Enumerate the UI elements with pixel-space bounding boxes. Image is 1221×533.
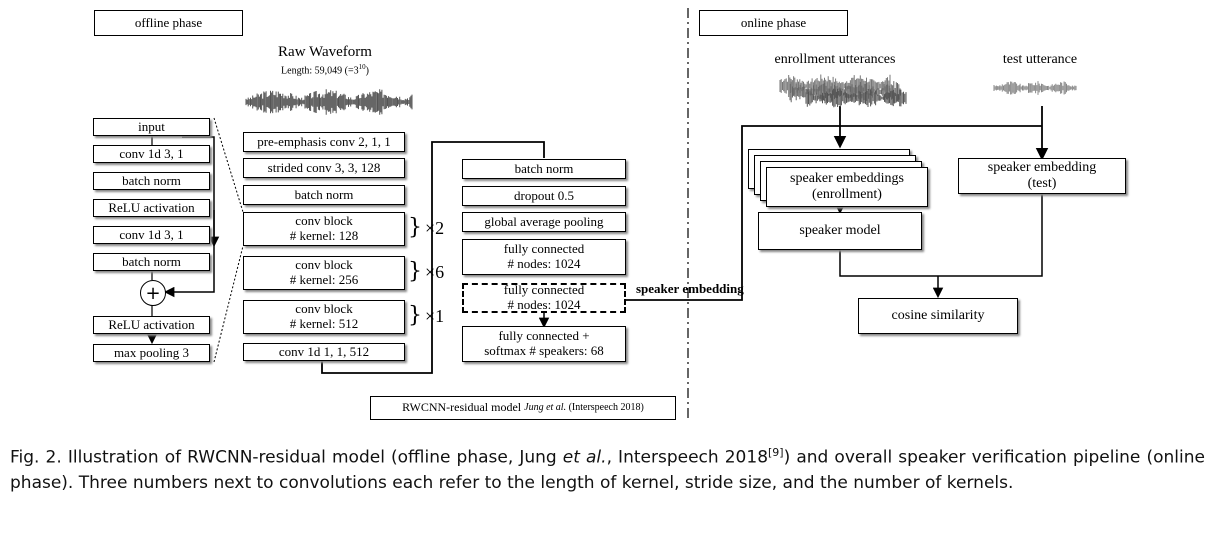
brace-icon: } [408,215,422,240]
add-node: + [140,280,166,306]
speaker-embedding-test: speaker embedding (test) [958,158,1126,194]
speaker-embedding-label: speaker embedding [636,281,744,296]
brace-icon: } [408,259,422,284]
residual-batch-norm-1: batch norm [93,172,210,190]
emb-title: speaker embedding [987,159,1097,175]
block-kernel: # kernel: 128 [289,228,359,243]
pre-emphasis-conv: pre-emphasis conv 2, 1, 1 [243,132,405,152]
length-exponent: 10 [358,63,366,71]
block-kernel: # kernel: 512 [289,316,359,331]
offline-phase-label: offline phase [94,10,243,36]
model-caption-prefix: RWCNN-residual model [402,400,525,415]
fully-connected-2: fully connected # nodes: 1024 [462,282,626,313]
caption-part-1: Fig. 2. Illustration of RWCNN-residual m… [10,447,563,468]
residual-batch-norm-2: batch norm [93,253,210,271]
waveform-length: Length: 59,049 (=310) [245,63,405,76]
main-batch-norm: batch norm [243,185,405,205]
residual-conv-1: conv 1d 3, 1 [93,145,210,163]
emb-sub: (enrollment) [812,187,882,202]
raw-waveform-title: Raw Waveform [278,44,372,60]
dropout: dropout 0.5 [462,186,626,206]
fc-nodes: # nodes: 1024 [507,256,581,271]
fc-title: fully connected + [498,328,590,344]
block-title: conv block [295,213,353,229]
strided-conv: strided conv 3, 3, 128 [243,158,405,178]
model-caption-italic: Jung et al. [524,402,567,414]
fc-title: fully connected [503,241,585,257]
fully-connected-1: fully connected # nodes: 1024 [462,239,626,275]
repeat-count-2: ×6 [425,262,445,282]
head-batch-norm: batch norm [462,159,626,179]
fully-connected-softmax: fully connected + softmax # speakers: 68 [462,326,626,362]
length-suffix: ) [365,65,369,77]
caption-reference: [9] [768,446,784,459]
caption-part-2: , Interspeech 2018 [606,447,769,468]
online-phase-label: online phase [699,10,848,36]
length-prefix: Length: 59,049 (=3 [281,65,359,77]
test-utterance-label: test utterance [1002,52,1078,67]
residual-relu-2: ReLU activation [93,316,210,334]
brace-icon: } [408,303,422,328]
conv-block-256: conv block # kernel: 256 [243,256,405,290]
global-average-pooling: global average pooling [462,212,626,232]
residual-input: input [93,118,210,136]
enrollment-waveform [805,88,907,108]
conv-1d-last: conv 1d 1, 1, 512 [243,343,405,361]
test-waveform [993,81,1077,95]
waveform-group [245,74,1077,115]
speaker-embeddings-enrollment: speaker embeddings (enrollment) [766,167,928,207]
figure-caption: Fig. 2. Illustration of RWCNN-residual m… [10,440,1205,496]
block-kernel: # kernel: 256 [289,272,359,287]
fc-title: fully connected [503,282,585,298]
conv-block-512: conv block # kernel: 512 [243,300,405,334]
model-caption-box: RWCNN-residual model Jung et al. (Inters… [370,396,676,420]
caption-part-3: ) and overall speaker verification pipel… [10,447,1205,493]
repeat-count-1: ×2 [425,218,445,238]
cosine-similarity: cosine similarity [858,298,1018,334]
conv-block-128: conv block # kernel: 128 [243,212,405,246]
fc-nodes: softmax # speakers: 68 [484,343,604,358]
connector-lines [146,8,1077,420]
block-title: conv block [295,257,353,273]
model-caption-suffix: (Interspeech 2018) [566,402,644,414]
emb-title: speaker embeddings [790,170,904,186]
block-title: conv block [295,301,353,317]
fc-nodes: # nodes: 1024 [507,297,581,312]
caption-italic: et al. [562,447,607,468]
residual-relu-1: ReLU activation [93,199,210,217]
enrollment-utterances-label: enrollment utterances [774,52,896,67]
max-pooling: max pooling 3 [93,344,210,362]
repeat-count-3: ×1 [425,306,445,326]
residual-conv-2: conv 1d 3, 1 [93,226,210,244]
raw-waveform [245,89,413,115]
emb-sub: (test) [1027,176,1057,191]
speaker-model: speaker model [758,212,922,250]
